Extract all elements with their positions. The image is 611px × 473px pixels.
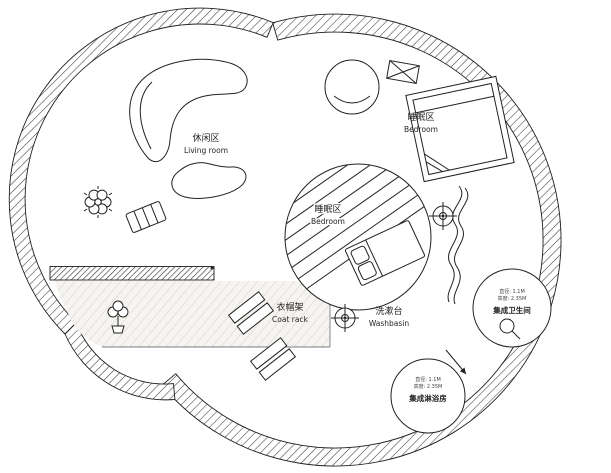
bathroom-spec-2: 高度: 2.35M [498,295,527,302]
shower-pod-outline [390,358,466,434]
entry-wall [49,266,215,281]
flow-arrow [445,349,467,375]
coat-rack-2 [249,337,297,381]
crossed-box-icon [386,59,420,85]
crosshair-icon-1 [429,202,457,230]
porch-plant-icon [107,300,129,334]
bathroom-pod-outline [472,268,552,348]
bedroom-top-label-zh: 睡眠区 [407,111,434,123]
washbasin-label-zh: 洗漱台 [375,305,402,317]
washbasin-label-en: Washbasin [369,319,410,328]
door-pivot-dot [210,266,214,270]
shower-spec-1: 直径: 1.1M [415,376,441,383]
coat-rack-1 [227,291,275,335]
porch-floor [55,281,330,347]
bathroom-pod-label: 集成卫生间 [492,305,531,315]
coat-rack-label-zh: 衣帽架 [276,301,303,313]
shower-pod-label: 集成淋浴房 [408,393,447,403]
bed-top-right [405,75,515,183]
circle-bed [344,220,426,286]
living-room-label-en: Living room [184,146,228,155]
bedroom-center-label-zh: 睡眠区 [314,203,341,215]
sofa-seam-line [139,81,153,150]
closure-wall [64,321,176,401]
bathroom-spec-1: 直径: 1.1M [499,288,525,295]
curved-sofa [129,58,248,163]
living-room-furniture [83,58,420,233]
outer-walls [8,7,562,467]
bedroom-center-label-en: Bedroom [311,217,345,226]
crosshair-icon-2 [331,304,359,332]
bathroom-pod: 直径: 1.1M 高度: 2.35M 集成卫生间 [472,268,552,348]
round-table [324,59,380,115]
drain-icon [499,318,521,340]
bedroom-circle [284,163,432,311]
floor-mat [125,201,167,233]
living-room-label-zh: 休闲区 [192,132,219,144]
bedroom-top-label-en: Bedroom [404,125,438,134]
curtain-squiggle [447,185,469,305]
coat-rack-label-en: Coat rack [272,315,309,324]
shower-pod: 直径: 1.1M 高度: 2.35M 集成淋浴房 [390,358,466,434]
coffee-table [171,162,247,199]
shower-spec-2: 高度: 2.35M [414,383,443,390]
plant-icon [83,186,113,218]
